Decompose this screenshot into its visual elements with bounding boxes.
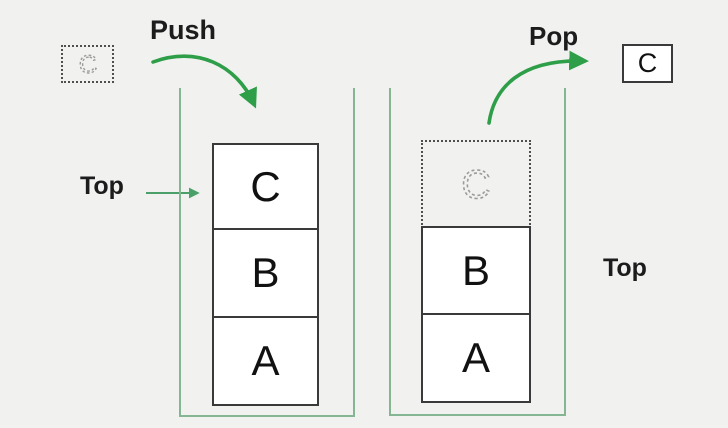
top-label-left: Top: [80, 172, 124, 200]
dotted-letter-icon: C: [461, 162, 491, 208]
popped-item-letter: C: [637, 48, 658, 78]
stack-cell-a: A: [421, 313, 531, 403]
popped-item-box: C: [622, 44, 673, 83]
incoming-item-box: C: [61, 45, 114, 83]
stack-cell-b: B: [421, 226, 531, 315]
top-label-right: Top: [603, 254, 647, 282]
dotted-letter-icon: C: [78, 50, 97, 79]
stack-cell-a: A: [212, 316, 319, 406]
push-label: Push: [150, 15, 217, 45]
stack-cell-ghost: C: [421, 140, 531, 228]
right-stack: C B A: [421, 140, 531, 403]
stack-cell-c: C: [212, 143, 319, 230]
pop-label: Pop: [529, 21, 579, 51]
svg-text:C: C: [462, 163, 491, 207]
left-stack-container: [179, 88, 355, 417]
right-stack-container: [389, 88, 566, 416]
svg-text:C: C: [78, 51, 96, 79]
left-stack: C B A: [212, 143, 319, 406]
stack-cell-b: B: [212, 228, 319, 318]
